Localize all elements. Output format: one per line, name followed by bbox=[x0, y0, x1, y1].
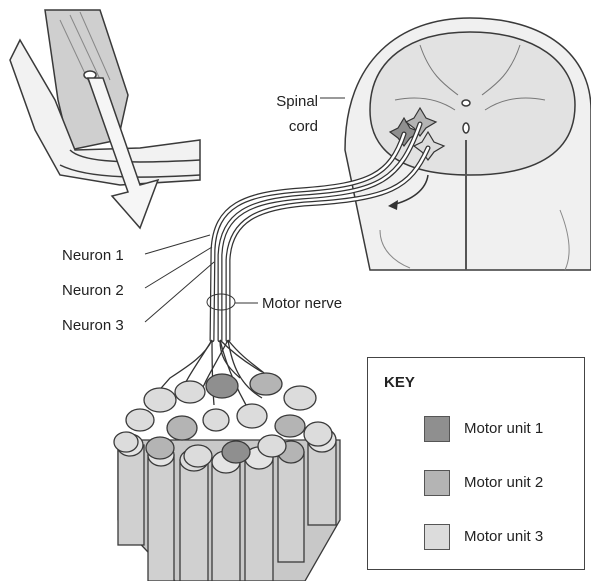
spinal-cord-label-line1: Spinal bbox=[276, 93, 318, 110]
neuron-1-label: Neuron 1 bbox=[62, 247, 124, 264]
key-legend: KEY Motor unit 1 Motor unit 2 Motor unit… bbox=[367, 357, 585, 570]
key-swatch-3 bbox=[424, 524, 450, 550]
muscle-fiber-bundle bbox=[114, 373, 340, 581]
key-swatch-2 bbox=[424, 470, 450, 496]
neuron-2-label: Neuron 2 bbox=[62, 282, 124, 299]
key-item-motor-unit-3: Motor unit 3 bbox=[424, 524, 584, 554]
key-item-motor-unit-1: Motor unit 1 bbox=[424, 416, 584, 446]
key-title: KEY bbox=[384, 374, 415, 391]
spinal-cord-label-line2: cord bbox=[289, 118, 318, 135]
key-label-3: Motor unit 3 bbox=[464, 528, 543, 545]
key-swatch-1 bbox=[424, 416, 450, 442]
spinal-cord bbox=[345, 18, 591, 270]
key-item-motor-unit-2: Motor unit 2 bbox=[424, 470, 584, 500]
key-label-2: Motor unit 2 bbox=[464, 474, 543, 491]
motor-nerve-label: Motor nerve bbox=[262, 295, 342, 312]
key-label-1: Motor unit 1 bbox=[464, 420, 543, 437]
neuron-3-label: Neuron 3 bbox=[62, 317, 124, 334]
